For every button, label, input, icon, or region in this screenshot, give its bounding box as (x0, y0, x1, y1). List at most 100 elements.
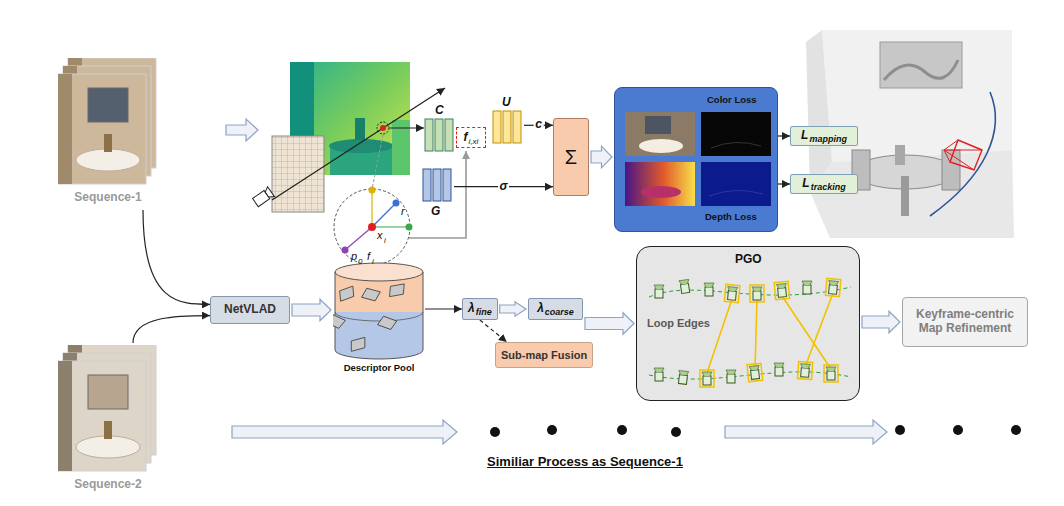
feature-bars (422, 168, 456, 204)
room-render-part (810, 150, 1014, 238)
pose-graph-part (702, 372, 712, 376)
loss-images-part (641, 186, 681, 198)
pose-graph-part (826, 367, 836, 371)
illustration-part (671, 427, 681, 437)
photo-stack-part (88, 88, 128, 122)
photo-stack-part (58, 361, 72, 471)
pose-graph-part (778, 288, 787, 298)
node-text: Color Loss (707, 95, 757, 106)
pose-graph-part (704, 283, 714, 296)
database-cylinder-part (362, 288, 381, 301)
illustration-part (342, 247, 349, 254)
sum-box: Σ (553, 118, 589, 196)
photo-stack-part (58, 361, 146, 471)
illustration-part (355, 118, 365, 140)
node-text: λ (537, 302, 544, 316)
pose-graph-part (703, 376, 711, 385)
illustration-part (368, 223, 376, 231)
room-render-part (942, 150, 960, 190)
pose-graph-part (749, 366, 759, 371)
loss-images-part (645, 116, 671, 134)
feature-bars-part (493, 111, 501, 143)
room-render-part (884, 60, 958, 80)
node-text: Depth Loss (705, 212, 757, 223)
illustration-part (371, 190, 372, 227)
hollow-arrow (292, 299, 331, 321)
illustration-part (369, 187, 376, 194)
database-cylinder-part (335, 312, 423, 321)
text-row: Sub-map Fusion (501, 349, 587, 362)
anchor-area (424, 118, 456, 152)
pose-graph-part (798, 362, 813, 380)
text-row: Σ (565, 146, 577, 169)
pose-graph-part (728, 291, 737, 301)
symbol-label: p (351, 250, 357, 263)
text-row: fi,xi (464, 131, 479, 145)
pose-graph-part (747, 363, 763, 381)
edge-label: c (533, 119, 544, 132)
room-render-part (901, 176, 909, 216)
illustration-part (377, 122, 389, 134)
illustration-part (232, 420, 457, 444)
caption-text: Similiar Process as Sequence-1 (455, 455, 715, 470)
pose-graph-part (751, 370, 760, 380)
feature-grid: C (424, 104, 458, 154)
loss-images-part (709, 190, 763, 196)
illustration-part (252, 187, 274, 208)
database-cylinder-part (333, 314, 345, 328)
text-row: Lmapping (801, 129, 847, 143)
pose-graph-part (655, 372, 663, 381)
illustration-part (490, 427, 500, 437)
illustration-part (263, 187, 274, 200)
illustration-part (547, 425, 557, 435)
illustration-part (272, 88, 445, 200)
pose-graph-part (775, 367, 783, 376)
loss-images-part (711, 142, 761, 148)
room-render-part (930, 92, 995, 216)
database-cylinder-part (390, 284, 405, 297)
photo-stack (58, 345, 158, 473)
hollow-arrow (862, 311, 900, 333)
pose-graph-part (802, 281, 812, 285)
threshold-box: λcoarse (528, 298, 583, 320)
pose-graph-part (726, 370, 736, 374)
illustration-part (272, 136, 324, 212)
pose-graph-part (654, 368, 664, 372)
feature-bars-part (435, 119, 443, 151)
database-cylinder-part (340, 286, 354, 301)
pose-graph-part (724, 284, 739, 302)
loss-images-part (639, 139, 683, 153)
process-box: Keyframe-centric Map Refinement (902, 297, 1028, 347)
pose-graph-part (747, 363, 763, 381)
illustration-part (617, 425, 627, 435)
pose-graph-part (680, 283, 689, 293)
node-text: Sub-map Fusion (501, 349, 587, 362)
sequence-image: Sequence-2 (58, 345, 158, 495)
connector (778, 183, 790, 184)
feature-bars-part (503, 111, 511, 143)
sequence-image: Sequence-1 (58, 58, 158, 208)
pose-graph-part (827, 371, 835, 380)
illustration-part (1011, 425, 1021, 435)
node-text: Descriptor Pool (333, 363, 425, 374)
process-box: Sub-map Fusion (495, 342, 593, 368)
database-cylinder-part (378, 316, 397, 329)
feature-bars-part (513, 111, 521, 143)
pose-graph-part (750, 285, 764, 302)
node-text: PGO (735, 253, 762, 267)
pose-graph-part (655, 289, 663, 298)
anchor-area (333, 262, 425, 360)
photo-stack-part (58, 74, 146, 184)
symbol-label: f (367, 250, 370, 263)
symbol-label: r (401, 205, 405, 218)
anchor-area (422, 168, 454, 202)
text-row: λfine (468, 302, 492, 316)
node-text: G (431, 205, 440, 219)
pose-graph-part (800, 364, 810, 369)
illustration-part (329, 139, 393, 153)
loss-images-part (701, 112, 771, 156)
pose-graph-part (774, 281, 789, 299)
pose-graph-part (824, 365, 838, 382)
